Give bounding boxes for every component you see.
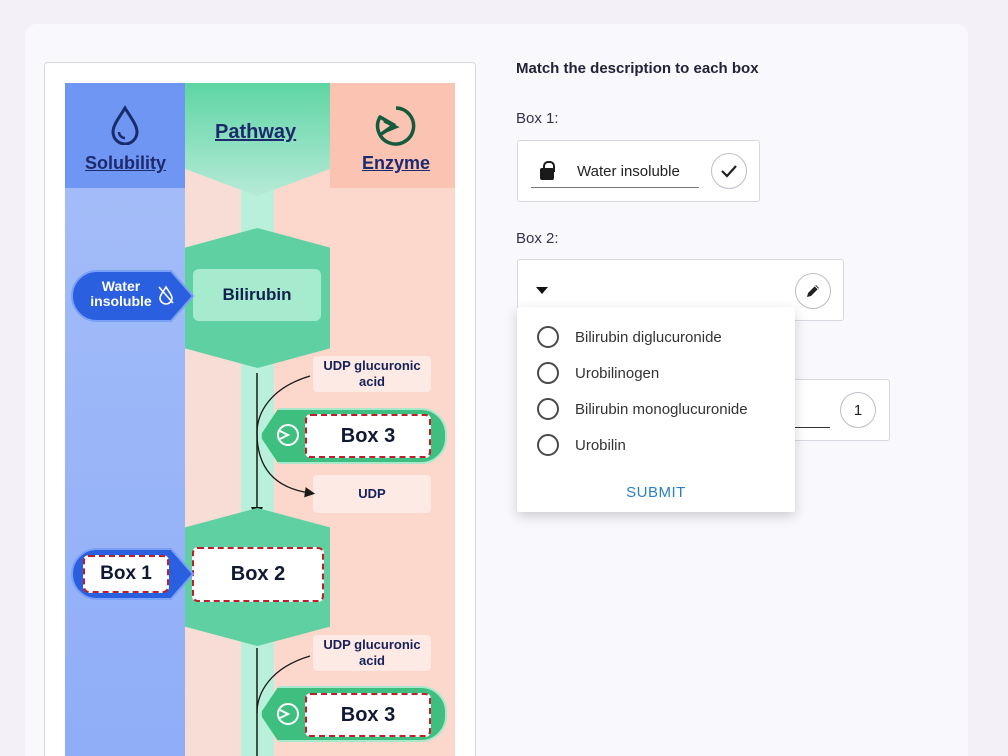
enzyme-header — [330, 83, 455, 188]
option-label: Bilirubin monoglucuronide — [575, 400, 748, 418]
enzyme-title: Enzyme — [362, 153, 431, 173]
water-insoluble-tag — [71, 270, 195, 322]
bilirubin-node: Bilirubin — [193, 269, 321, 321]
udp-glucuronic-acid-label-1: UDP glucuronic acid — [313, 356, 431, 392]
question-title: Match the description to each box — [516, 60, 759, 77]
radio-icon[interactable] — [537, 326, 559, 348]
insoluble-drop-icon — [158, 285, 174, 305]
box-1-label: Box 1: — [516, 110, 559, 127]
option-bilirubin-monoglucuronide[interactable]: Bilirubin monoglucuronide — [537, 398, 748, 420]
udp-label: UDP — [313, 475, 431, 513]
radio-icon[interactable] — [537, 434, 559, 456]
water-drop-icon — [111, 105, 139, 145]
pathway-header — [185, 83, 330, 196]
enzyme-pill-icon-2 — [277, 703, 299, 725]
pathway-title: Pathway — [215, 121, 297, 143]
box-3-number-badge: 1 — [840, 392, 876, 428]
solubility-header — [65, 83, 185, 188]
box-3-target-1[interactable]: Box 3 — [305, 414, 431, 458]
radio-icon[interactable] — [537, 362, 559, 384]
option-label: Urobilinogen — [575, 364, 660, 382]
enzyme-pill-icon-1 — [277, 424, 299, 446]
solubility-column — [65, 83, 185, 756]
box-3-target-2[interactable]: Box 3 — [305, 693, 431, 737]
solubility-title: Solubility — [85, 153, 166, 173]
option-bilirubin-diglucuronide[interactable]: Bilirubin diglucuronide — [537, 326, 722, 348]
box-2-dropdown-menu: Bilirubin diglucuronide Urobilinogen Bil… — [517, 307, 795, 512]
option-label: Bilirubin diglucuronide — [575, 328, 722, 346]
water-insoluble-label: Water insoluble — [90, 278, 152, 309]
option-urobilin[interactable]: Urobilin — [537, 434, 626, 456]
option-label: Urobilin — [575, 436, 626, 454]
udp-glucuronic-acid-label-2: UDP glucuronic acid — [313, 635, 431, 671]
check-icon — [711, 153, 747, 189]
box-1-underline — [531, 187, 699, 188]
submit-button[interactable]: SUBMIT — [626, 484, 686, 501]
radio-icon[interactable] — [537, 398, 559, 420]
box-1-answer-card: Water insoluble — [517, 140, 760, 202]
box-1-target[interactable]: Box 1 — [83, 555, 169, 593]
pencil-icon[interactable] — [795, 273, 831, 309]
box-1-answer: Water insoluble — [577, 163, 680, 180]
box-2-target[interactable]: Box 2 — [192, 547, 324, 602]
box-2-label: Box 2: — [516, 230, 559, 247]
dropdown-caret-icon[interactable] — [536, 287, 548, 294]
lock-icon — [540, 161, 555, 180]
option-urobilinogen[interactable]: Urobilinogen — [537, 362, 659, 384]
pathway-diagram: Solubility Pathway Enzyme Bilirubin Wate… — [65, 83, 455, 756]
enzyme-icon — [375, 106, 416, 146]
